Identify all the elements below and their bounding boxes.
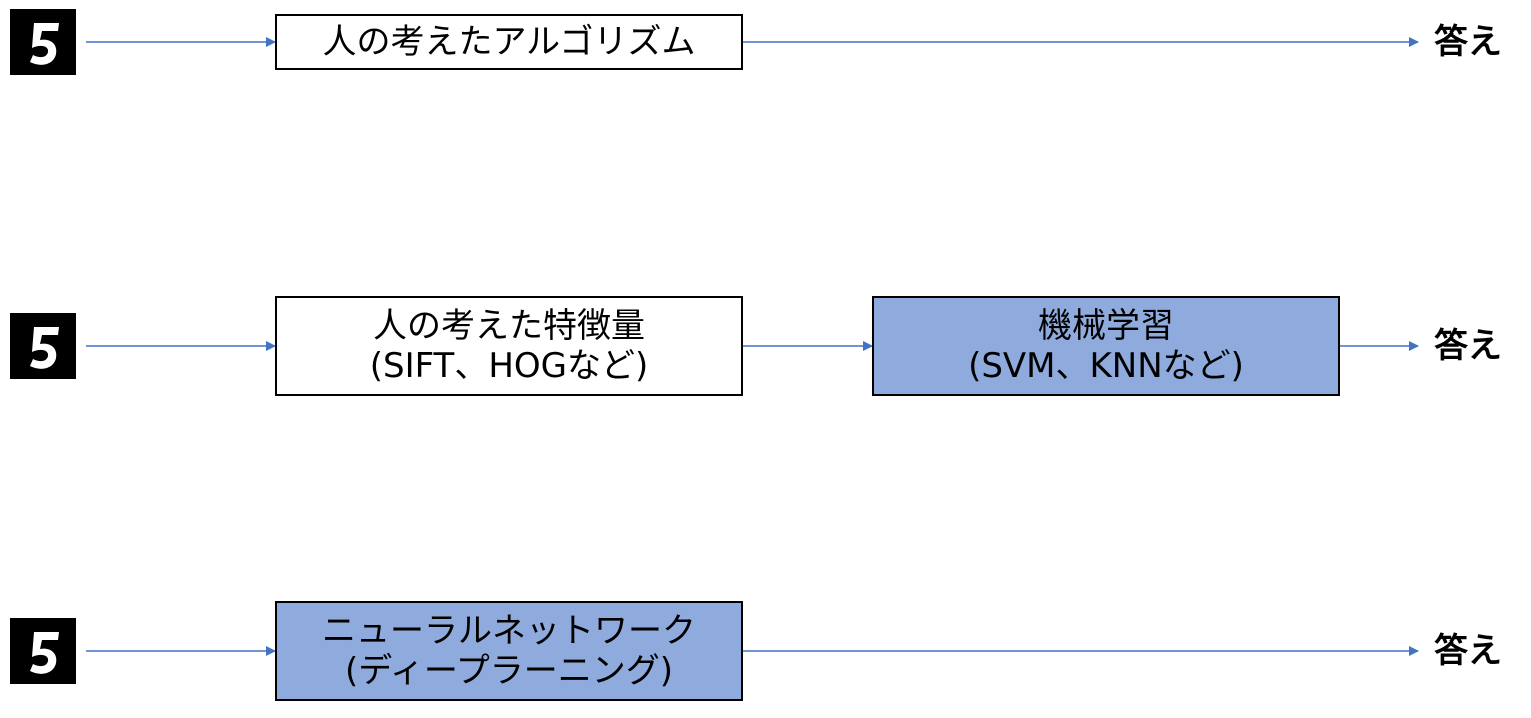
algorithm-box: 人の考えたアルゴリズム <box>275 14 743 70</box>
handwritten-digit-5-icon <box>10 313 76 379</box>
neural-network-box-title: ニューラルネットワーク <box>322 611 696 651</box>
answer-label-1: 答え <box>1434 22 1502 62</box>
answer-label-3: 答え <box>1434 631 1502 671</box>
algorithm-box-label: 人の考えたアルゴリズム <box>322 22 696 62</box>
handwritten-digit-5-icon <box>10 9 76 75</box>
neural-network-box: ニューラルネットワーク (ディープラーニング) <box>275 601 743 701</box>
machine-learning-box-title: 機械学習 <box>1038 306 1174 346</box>
features-box: 人の考えた特徴量 (SIFT、HOGなど) <box>275 296 743 396</box>
handwritten-digit-5-icon <box>10 618 76 684</box>
machine-learning-box: 機械学習 (SVM、KNNなど) <box>872 296 1340 396</box>
features-box-title: 人の考えた特徴量 <box>373 306 645 346</box>
neural-network-box-subtitle: (ディープラーニング) <box>344 651 674 691</box>
answer-label-2: 答え <box>1434 326 1502 366</box>
machine-learning-box-examples: (SVM、KNNなど) <box>968 346 1244 386</box>
features-box-examples: (SIFT、HOGなど) <box>369 346 649 386</box>
